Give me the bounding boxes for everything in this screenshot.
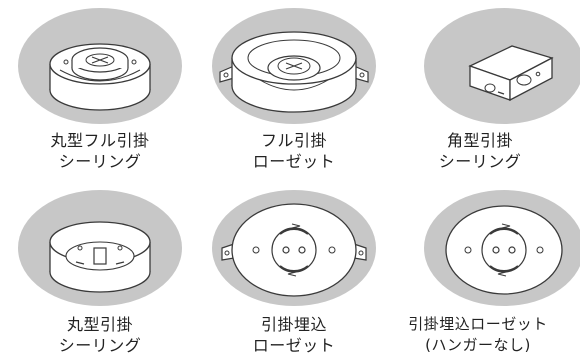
fixture-label-line2: ローゼット	[252, 152, 336, 171]
round-full-hook-ceiling-fixture-icon	[18, 8, 182, 124]
square-hook-ceiling-fixture-icon	[424, 8, 580, 124]
fixture-item-full-hook-rosette: フル引掛 ローゼット	[194, 0, 394, 180]
flush-hook-rosette-icon	[212, 190, 376, 306]
fixture-label: 引掛埋込 ローゼット	[194, 314, 394, 356]
full-hook-rosette-icon	[212, 8, 376, 124]
fixture-label-line1: フル引掛	[260, 131, 327, 150]
fixture-label: 角型引掛 シーリング	[380, 130, 580, 172]
fixture-item-round-full-hook-ceiling: 丸型フル引掛 シーリング	[0, 0, 200, 180]
fixture-label-line2: ローゼット	[252, 336, 336, 355]
fixture-item-flush-hook-rosette: 引掛埋込 ローゼット	[194, 184, 394, 358]
round-hook-ceiling-fixture-icon	[18, 190, 182, 306]
fixture-label: フル引掛 ローゼット	[194, 130, 394, 172]
flush-hook-rosette-no-hanger-icon	[424, 190, 580, 306]
fixture-label-line1: 丸型フル引掛	[50, 131, 150, 150]
fixture-label: 丸型フル引掛 シーリング	[0, 130, 200, 172]
fixture-label-line2: シーリング	[58, 336, 142, 355]
fixture-label-line1: 角型引掛	[446, 131, 513, 150]
fixture-label-line2: シーリング	[438, 152, 522, 171]
fixture-label-line2: シーリング	[58, 152, 142, 171]
fixture-label-line1: 引掛埋込ローゼット	[408, 315, 548, 333]
fixture-label: 引掛埋込ローゼット (ハンガーなし)	[378, 314, 578, 356]
fixture-item-round-hook-ceiling: 丸型引掛 シーリング	[0, 184, 200, 358]
fixture-label-line1: 丸型引掛	[66, 315, 133, 334]
fixture-label: 丸型引掛 シーリング	[0, 314, 200, 356]
fixture-label-line1: 引掛埋込	[260, 315, 327, 334]
fixture-item-flush-hook-rosette-no-hanger: 引掛埋込ローゼット (ハンガーなし)	[402, 184, 580, 358]
fixture-label-line2: (ハンガーなし)	[425, 336, 531, 354]
fixture-item-square-hook-ceiling: 角型引掛 シーリング	[402, 0, 580, 180]
